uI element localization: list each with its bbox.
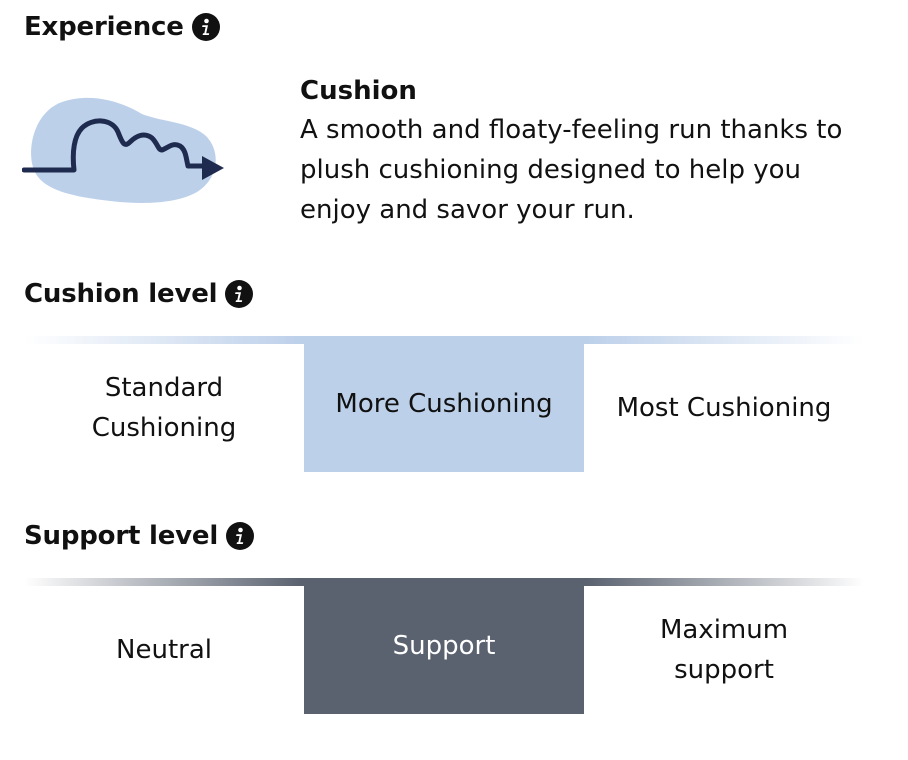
support-level-heading-label: Support level xyxy=(24,521,219,551)
experience-description-block: Cushion A smooth and floaty-feeling run … xyxy=(300,72,880,230)
experience-title: Cushion xyxy=(300,76,417,106)
support-option-label: Neutral xyxy=(116,635,212,665)
support-level-options: Neutral Support Maximum support xyxy=(24,578,864,714)
cushion-level-options: Standard Cushioning More Cushioning Most… xyxy=(24,336,864,472)
support-option-support[interactable]: Support xyxy=(304,578,584,714)
info-icon[interactable] xyxy=(225,280,254,308)
cushion-option-label: Most Cushioning xyxy=(616,393,832,423)
support-level-heading: Support level xyxy=(24,521,255,551)
cushion-level-heading: Cushion level xyxy=(24,279,254,309)
cushion-option-standard[interactable]: Standard Cushioning xyxy=(24,344,304,472)
info-icon[interactable] xyxy=(226,522,255,550)
info-icon[interactable] xyxy=(191,13,220,41)
experience-heading-label: Experience xyxy=(24,12,184,42)
support-option-neutral[interactable]: Neutral xyxy=(24,586,304,714)
support-option-label: Support xyxy=(392,631,496,661)
support-option-label: Maximum support xyxy=(659,615,789,685)
cushion-option-most[interactable]: Most Cushioning xyxy=(584,344,864,472)
cushion-option-label: Standard Cushioning xyxy=(91,373,237,443)
experience-description: A smooth and floaty-feeling run thanks t… xyxy=(300,115,843,225)
cushion-wave-icon xyxy=(21,92,228,208)
support-option-maximum[interactable]: Maximum support xyxy=(584,586,864,714)
cushion-level-heading-label: Cushion level xyxy=(24,279,218,309)
cushion-option-more[interactable]: More Cushioning xyxy=(304,336,584,472)
experience-heading: Experience xyxy=(24,12,220,42)
cushion-option-label: More Cushioning xyxy=(335,389,553,419)
